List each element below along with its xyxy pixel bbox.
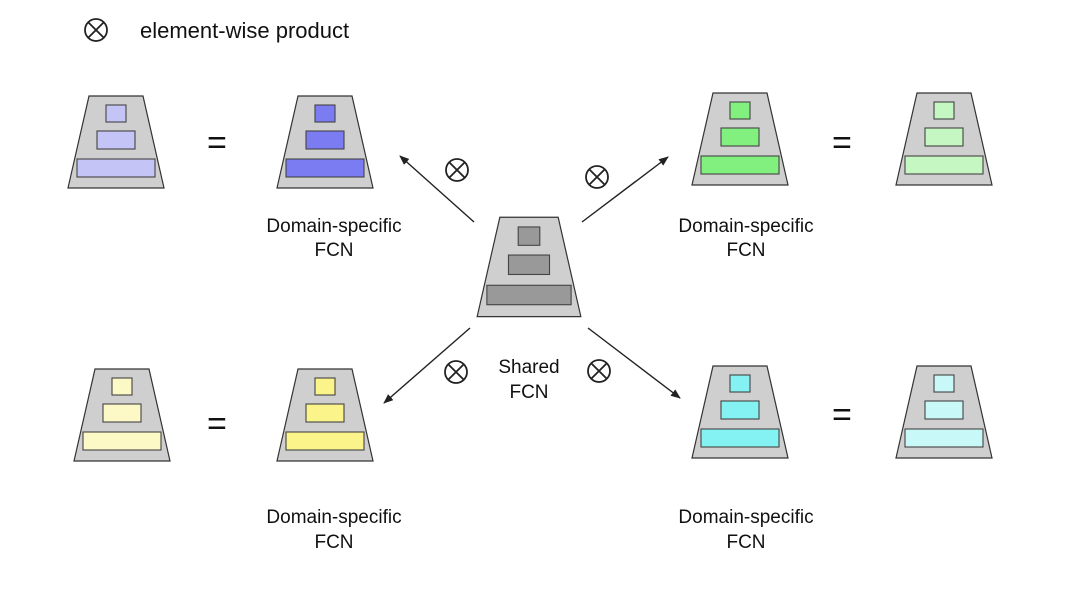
shared-label-line1: Shared bbox=[498, 357, 559, 378]
product-icon-yellow bbox=[444, 360, 468, 384]
shared-label-line2: FCN bbox=[509, 382, 548, 403]
blue-weights-fcn bbox=[67, 95, 165, 189]
label-line1: Domain-specific bbox=[678, 216, 813, 237]
arrow-to-cyan-fcn bbox=[587, 327, 681, 399]
arrows bbox=[383, 155, 681, 404]
fcn-layer-bottom bbox=[904, 428, 984, 448]
product-icon-blue bbox=[445, 158, 469, 182]
legend-text: element-wise product bbox=[140, 18, 349, 43]
label-line2: FCN bbox=[314, 532, 353, 553]
fcn-layer-top bbox=[105, 104, 127, 123]
equals-sign-cyan: = bbox=[832, 396, 852, 434]
fcn-layer-middle bbox=[720, 400, 760, 420]
green-domain-specific-fcn bbox=[691, 92, 789, 186]
fcn-layer-bottom bbox=[76, 158, 156, 178]
fcn-layer-bottom bbox=[285, 158, 365, 178]
fcn-layer-top bbox=[933, 374, 955, 393]
fcn-layer bbox=[67, 92, 993, 462]
label-line2: FCN bbox=[314, 240, 353, 261]
label-blue-fcn: Domain-specific FCN bbox=[266, 216, 401, 261]
label-line1: Domain-specific bbox=[266, 216, 401, 237]
fcn-layer-top bbox=[314, 104, 336, 123]
fcn-layer-middle bbox=[720, 127, 760, 147]
fcn-layer-top bbox=[729, 374, 751, 393]
fcn-layer-bottom bbox=[285, 431, 365, 451]
fcn-layer-middle bbox=[924, 127, 964, 147]
fcn-layer-bottom bbox=[700, 428, 780, 448]
legend: element-wise product bbox=[84, 18, 349, 43]
cyan-domain-specific-fcn bbox=[691, 365, 789, 459]
blue-domain-specific-fcn bbox=[276, 95, 374, 189]
label-green-fcn: Domain-specific FCN bbox=[678, 216, 813, 261]
cyan-weights-fcn bbox=[895, 365, 993, 459]
arrow-to-yellow-fcn bbox=[383, 327, 471, 404]
product-icon-green bbox=[585, 165, 609, 189]
fcn-layer-middle bbox=[305, 403, 345, 423]
fcn-layer-middle bbox=[305, 130, 345, 150]
fcn-layer-top bbox=[729, 101, 751, 120]
fcn-layer-top bbox=[314, 377, 336, 396]
label-shared-fcn: Shared FCN bbox=[498, 357, 559, 403]
label-cyan-fcn: Domain-specific FCN bbox=[678, 507, 813, 553]
arrow-to-green-fcn bbox=[581, 156, 669, 223]
shared-fcn bbox=[476, 216, 582, 318]
fcn-layer-middle bbox=[102, 403, 142, 423]
equals-sign-green: = bbox=[832, 124, 852, 162]
fcn-layer-middle bbox=[924, 400, 964, 420]
yellow-domain-specific-fcn bbox=[276, 368, 374, 462]
fcn-layer-bottom bbox=[82, 431, 162, 451]
arrow-to-blue-fcn bbox=[399, 155, 475, 223]
label-line1: Domain-specific bbox=[678, 507, 813, 528]
fcn-layer-bottom bbox=[486, 284, 572, 306]
fcn-layer-top bbox=[517, 226, 541, 246]
fcn-layer-bottom bbox=[904, 155, 984, 175]
label-yellow-fcn: Domain-specific FCN bbox=[266, 507, 401, 553]
label-line1: Domain-specific bbox=[266, 507, 401, 528]
equals-sign-yellow: = bbox=[207, 405, 227, 443]
green-weights-fcn bbox=[895, 92, 993, 186]
fcn-layer-top bbox=[933, 101, 955, 120]
yellow-weights-fcn bbox=[73, 368, 171, 462]
fcn-layer-middle bbox=[507, 254, 551, 276]
element-wise-product-icon bbox=[84, 18, 108, 42]
fcn-layer-bottom bbox=[700, 155, 780, 175]
fcn-layer-middle bbox=[96, 130, 136, 150]
label-line2: FCN bbox=[726, 240, 765, 261]
label-line2: FCN bbox=[726, 532, 765, 553]
equals-sign-blue: = bbox=[207, 124, 227, 162]
fcn-layer-top bbox=[111, 377, 133, 396]
product-icon-cyan bbox=[587, 359, 611, 383]
